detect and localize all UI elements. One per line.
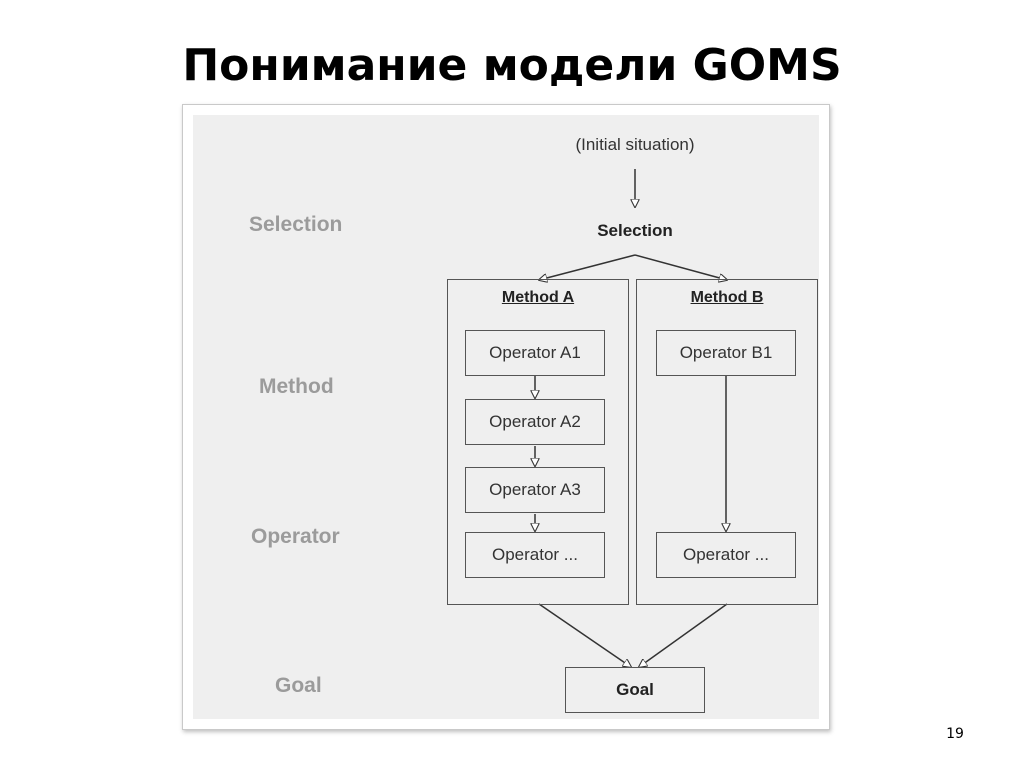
page-number: 19 bbox=[946, 726, 964, 742]
operator-b1-box: Operator B1 bbox=[656, 330, 796, 376]
goal-node: Goal bbox=[565, 667, 705, 713]
initial-situation-node: (Initial situation) bbox=[575, 135, 695, 154]
layer-label-operator: Operator bbox=[251, 525, 340, 548]
layer-label-selection: Selection bbox=[249, 213, 343, 236]
slide-title: Понимание модели GOMS bbox=[182, 40, 842, 91]
method-a-box bbox=[447, 279, 629, 605]
operator-a2-box: Operator A2 bbox=[465, 399, 605, 445]
method-b-box bbox=[636, 279, 818, 605]
operator-a-last-box: Operator ... bbox=[465, 532, 605, 578]
arrow-method-b-to-goal bbox=[639, 603, 728, 667]
goms-diagram-frame: Selection Method Operator Goal (Initial … bbox=[182, 104, 830, 730]
operator-a1-box: Operator A1 bbox=[465, 330, 605, 376]
arrow-selection-to-method-a bbox=[539, 254, 636, 280]
method-a-title: Method A bbox=[501, 289, 575, 306]
method-b-title: Method B bbox=[690, 289, 764, 306]
selection-node: Selection bbox=[597, 221, 673, 240]
diagram-connectors bbox=[183, 169, 831, 731]
operator-b-last-box: Operator ... bbox=[656, 532, 796, 578]
layer-label-method: Method bbox=[259, 375, 334, 398]
arrow-selection-to-method-b bbox=[634, 254, 727, 280]
layer-label-goal: Goal bbox=[275, 674, 322, 697]
operator-a3-box: Operator A3 bbox=[465, 467, 605, 513]
arrow-method-a-to-goal bbox=[538, 603, 631, 667]
